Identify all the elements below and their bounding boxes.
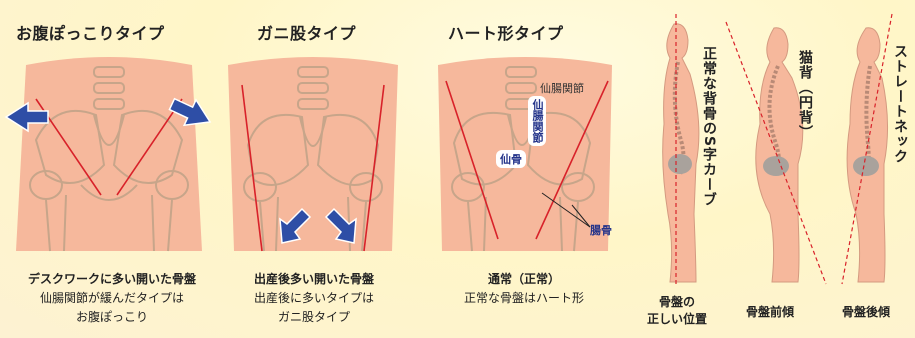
caption-heart: 通常（正常） 正常な骨盤はハート形 [432,270,616,308]
caption-bowlegged-line3: ガニ股タイプ [277,310,350,324]
label-s-curve: 正常な背骨のS字カーブ [701,46,717,208]
caption-heart-line2: 正常な骨盤はハート形 [463,291,584,305]
arrow-right-icon [168,97,212,127]
caption-belly-line3: お腹ぽっこり [75,310,148,324]
caption-correct-position: 骨盤の 正しい位置 [646,295,707,326]
label-sacrum: 仙骨 [496,150,526,168]
label-straight-neck: ストレートネック [892,44,908,164]
caption-belly: デスクワークに多い開いた骨盤 仙腸関節が緩んだタイプは お腹ぽっこり [8,270,216,327]
caption-belly-bold: デスクワークに多い開いた骨盤 [27,272,196,286]
caption-bowlegged: 出産後多い開いた骨盤 出産後に多いタイプは ガニ股タイプ [222,270,406,327]
arrow-down-right-icon [324,207,357,244]
type-title-belly: お腹ぽっこりタイプ [16,24,165,43]
label-cat-back: 猫背（円背） [797,50,813,140]
type-title-bowlegged: ガニ股タイプ [257,24,357,43]
pelvis-illustration-belly [4,57,212,252]
label-sacroiliac-joint: 仙腸関節 [540,82,584,95]
pelvis-illustration-bowlegged [228,57,398,252]
caption-heart-bold: 通常（正常） [487,272,560,286]
figure-correct-posture [662,14,700,284]
figure-posterior-tilt [841,13,893,285]
caption-posterior-tilt: 骨盤後傾 [841,305,890,319]
label-sacroiliac-vertical: 仙腸関節 [528,96,546,146]
caption-bowlegged-bold: 出産後多い開いた骨盤 [253,272,374,286]
type-title-heart: ハート形タイプ [448,24,564,43]
caption-belly-line2: 仙腸関節が緩んだタイプは [39,291,184,305]
posture-figures [662,13,893,285]
label-ilium: 腸骨 [590,224,612,237]
caption-anterior-tilt: 骨盤前傾 [745,305,794,319]
figure-anterior-tilt [725,21,827,285]
caption-bowlegged-line2: 出産後に多いタイプは [253,291,374,305]
arrow-down-left-icon [279,207,312,244]
arrow-left-icon [4,101,49,133]
